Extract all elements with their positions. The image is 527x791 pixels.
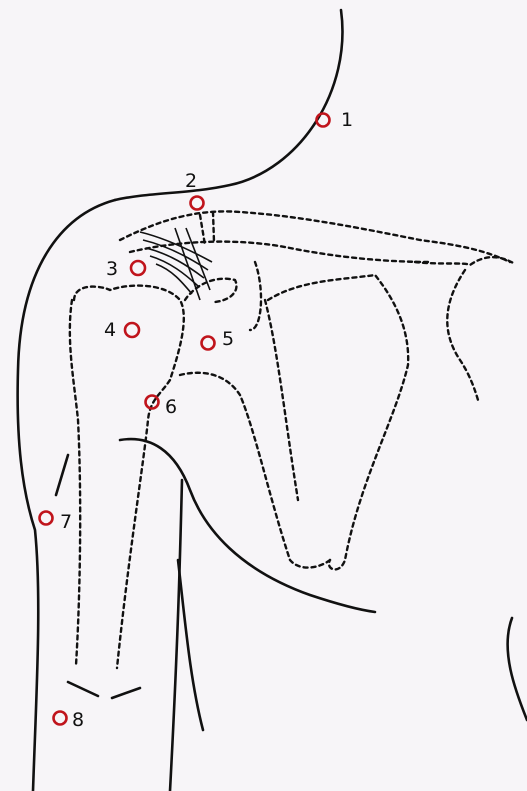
point-1: 1 bbox=[317, 109, 354, 131]
shoulder-outer-outline bbox=[18, 200, 115, 791]
elbow-crease-left bbox=[68, 682, 98, 696]
elbow-crease-right bbox=[112, 688, 140, 698]
point-6-label: 6 bbox=[165, 396, 177, 418]
point-4-marker bbox=[125, 323, 139, 337]
point-2-marker bbox=[191, 197, 204, 210]
point-7: 7 bbox=[40, 511, 73, 533]
point-5-marker bbox=[202, 337, 215, 350]
point-5-label: 5 bbox=[222, 328, 234, 350]
glenoid-outline bbox=[180, 373, 330, 568]
humerus-shaft-left bbox=[70, 300, 80, 665]
back-contour bbox=[508, 618, 527, 720]
point-4: 4 bbox=[104, 319, 139, 341]
arm-fold-line bbox=[178, 560, 203, 730]
point-8: 8 bbox=[54, 709, 85, 731]
acromion-outline bbox=[200, 212, 214, 245]
arm-inner-outline bbox=[170, 480, 182, 791]
rib-outline bbox=[415, 257, 515, 400]
point-8-marker bbox=[54, 712, 67, 725]
neck-outline bbox=[115, 10, 342, 200]
scapula-outline bbox=[250, 262, 408, 569]
scapular-spine bbox=[265, 300, 298, 500]
tendon-hatching bbox=[140, 228, 212, 300]
humerus-head-outline bbox=[74, 286, 184, 668]
point-7-marker bbox=[40, 512, 53, 525]
point-4-label: 4 bbox=[104, 319, 116, 341]
upper-arm-stroke bbox=[56, 455, 68, 495]
axilla-outline bbox=[120, 439, 375, 612]
point-3-marker bbox=[131, 261, 145, 275]
body-outline bbox=[18, 10, 527, 791]
point-8-label: 8 bbox=[72, 709, 84, 731]
point-1-label: 1 bbox=[341, 109, 353, 131]
point-7-label: 7 bbox=[60, 511, 72, 533]
point-2-label: 2 bbox=[185, 170, 197, 192]
point-3: 3 bbox=[106, 258, 145, 280]
point-5: 5 bbox=[202, 328, 235, 350]
point-3-label: 3 bbox=[106, 258, 118, 280]
